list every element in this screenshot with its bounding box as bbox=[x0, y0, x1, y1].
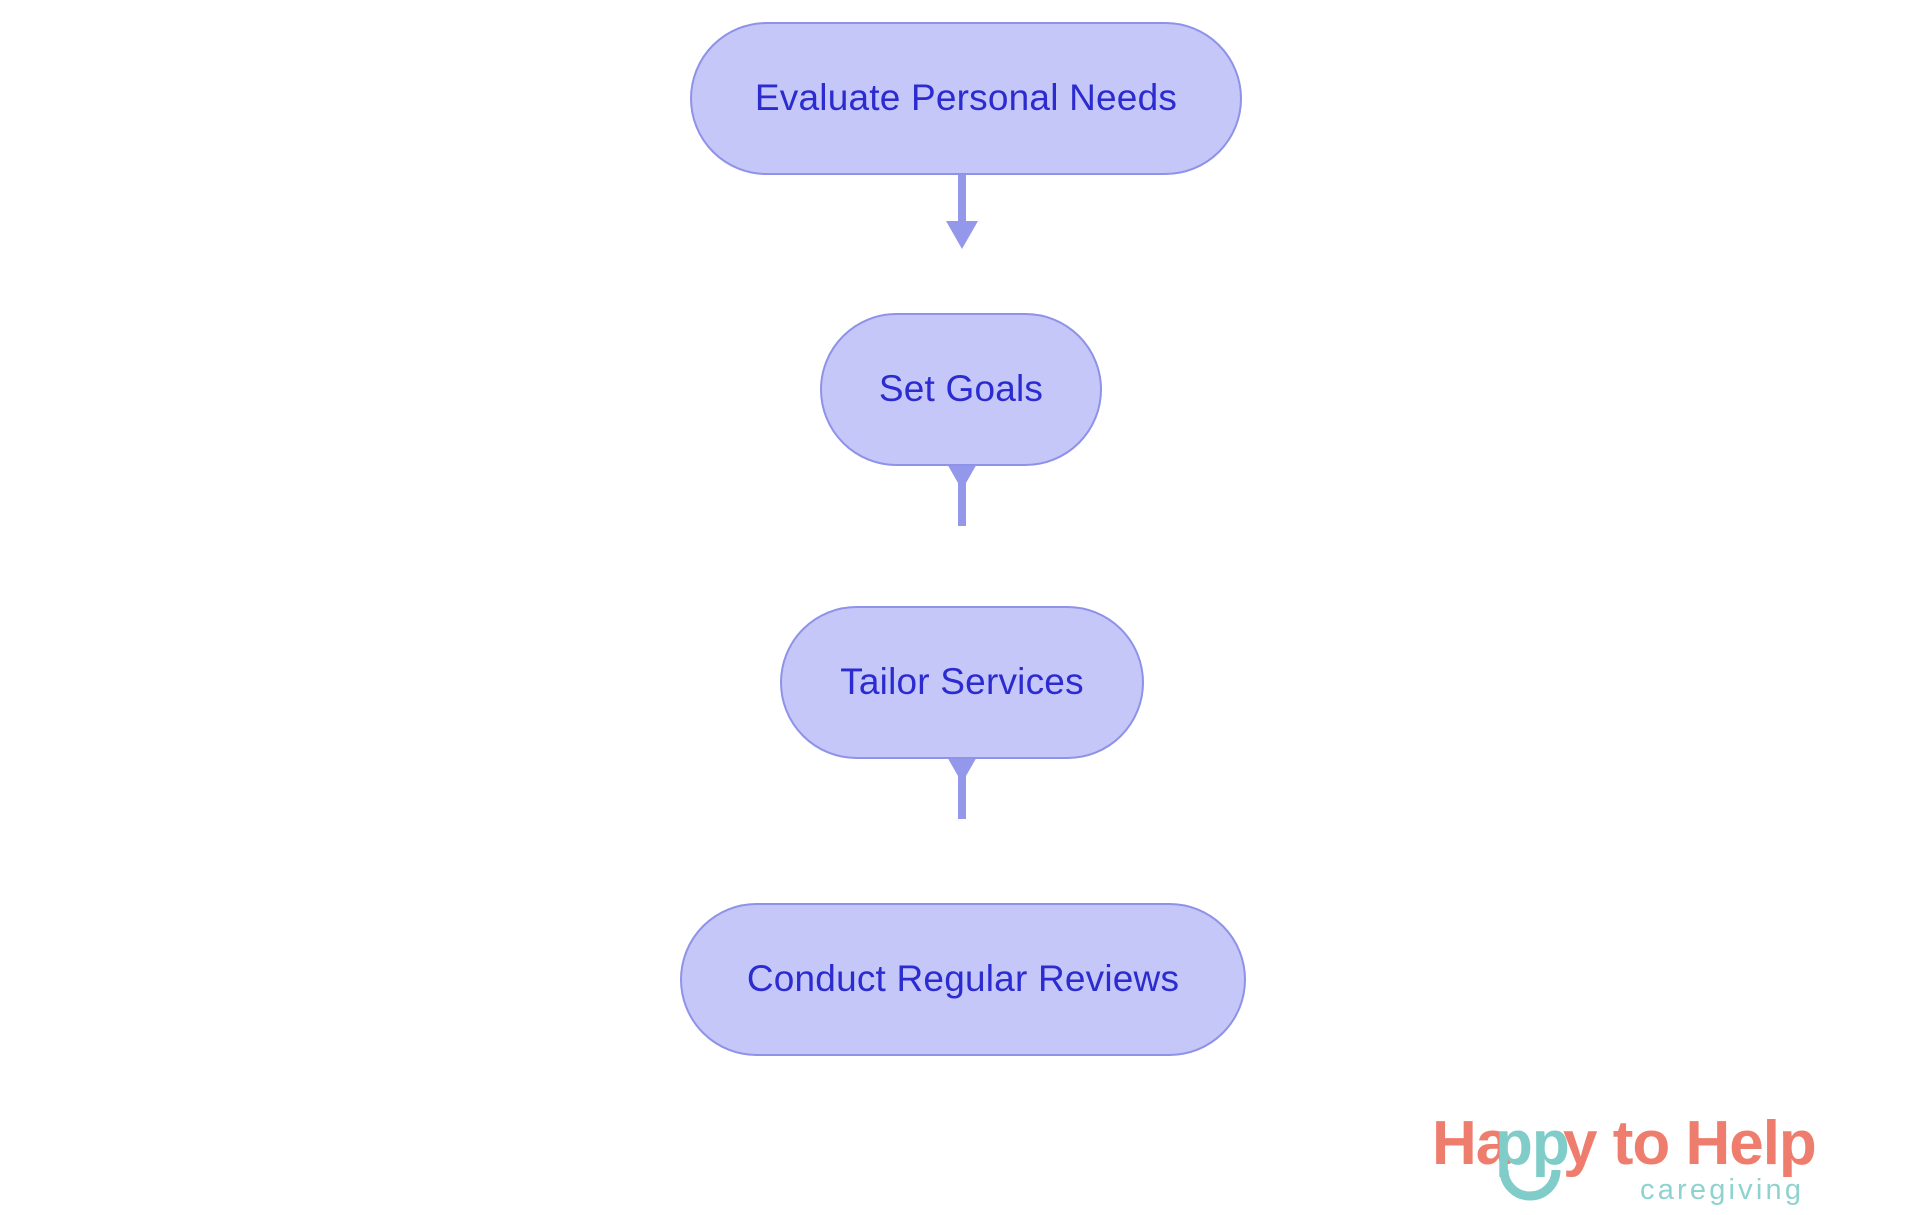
flowchart-node-conduct-regular-reviews[interactable]: Conduct Regular Reviews bbox=[680, 903, 1246, 1056]
logo-tagline: caregiving bbox=[1640, 1174, 1804, 1206]
flowchart-connector-line-2 bbox=[958, 466, 966, 526]
flowchart-node-tailor-services[interactable]: Tailor Services bbox=[780, 606, 1144, 759]
brand-logo-happy-to-help: Ha pp y to Help caregiving bbox=[1432, 1098, 1902, 1206]
arrow-down-icon bbox=[946, 755, 978, 783]
smile-arc-icon bbox=[1499, 1169, 1561, 1201]
flowchart-connector-line-1 bbox=[958, 175, 966, 237]
brand-logo-graphic: Ha pp y to Help caregiving bbox=[1432, 1109, 1817, 1206]
flowchart-connector-line-3 bbox=[958, 759, 966, 819]
node-label: Conduct Regular Reviews bbox=[746, 958, 1180, 1000]
arrow-down-icon bbox=[946, 462, 978, 490]
logo-wordmark-segment-3: y to Help bbox=[1563, 1109, 1816, 1178]
arrow-down-icon bbox=[946, 221, 978, 249]
node-label: Tailor Services bbox=[840, 661, 1084, 703]
flowchart-node-evaluate-personal-needs[interactable]: Evaluate Personal Needs bbox=[690, 22, 1242, 175]
logo-wordmark-segment-2: pp bbox=[1495, 1109, 1569, 1178]
flowchart-node-set-goals[interactable]: Set Goals bbox=[820, 313, 1102, 466]
logo-wordmark-segment-1: Ha bbox=[1432, 1109, 1511, 1178]
node-label: Set Goals bbox=[878, 368, 1044, 410]
node-label: Evaluate Personal Needs bbox=[754, 77, 1178, 119]
